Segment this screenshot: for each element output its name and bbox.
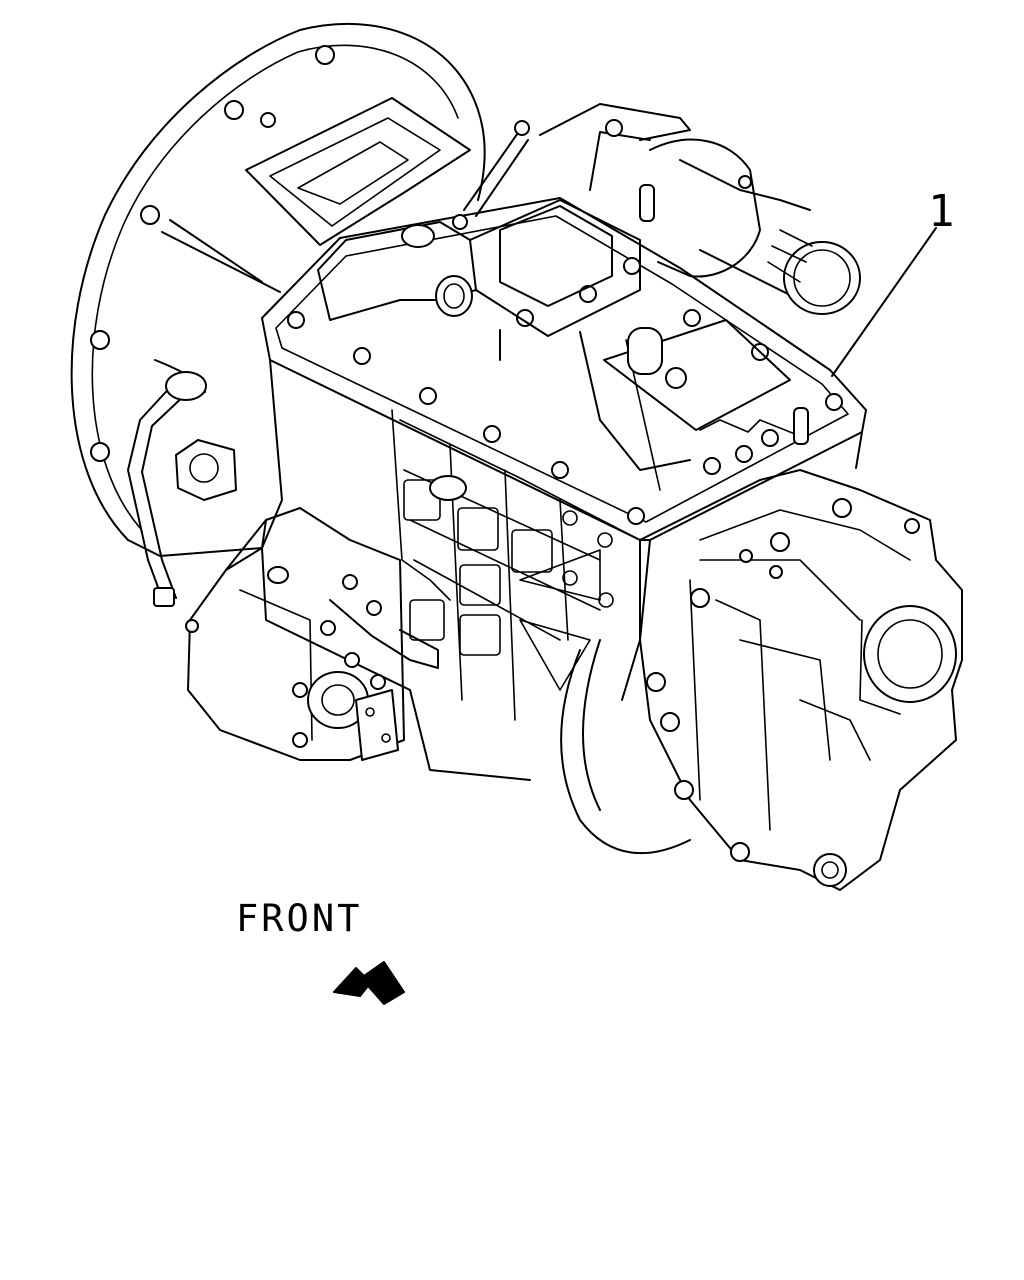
- rear-housing: [560, 469, 963, 891]
- pto-cover: [185, 507, 439, 761]
- cover-bolts: [287, 214, 843, 525]
- bell-housing-bolts: [90, 45, 335, 462]
- front-direction-arrow-icon: [333, 961, 405, 1005]
- shift-tower: [317, 120, 809, 491]
- part-callout-number: 1: [928, 186, 955, 237]
- rear-housing-bolts: [646, 498, 920, 862]
- callout-leader-line: [831, 227, 937, 377]
- front-direction-label: FRONT: [236, 897, 363, 940]
- air-cylinder-assembly: [539, 103, 861, 315]
- bell-housing: [70, 22, 486, 607]
